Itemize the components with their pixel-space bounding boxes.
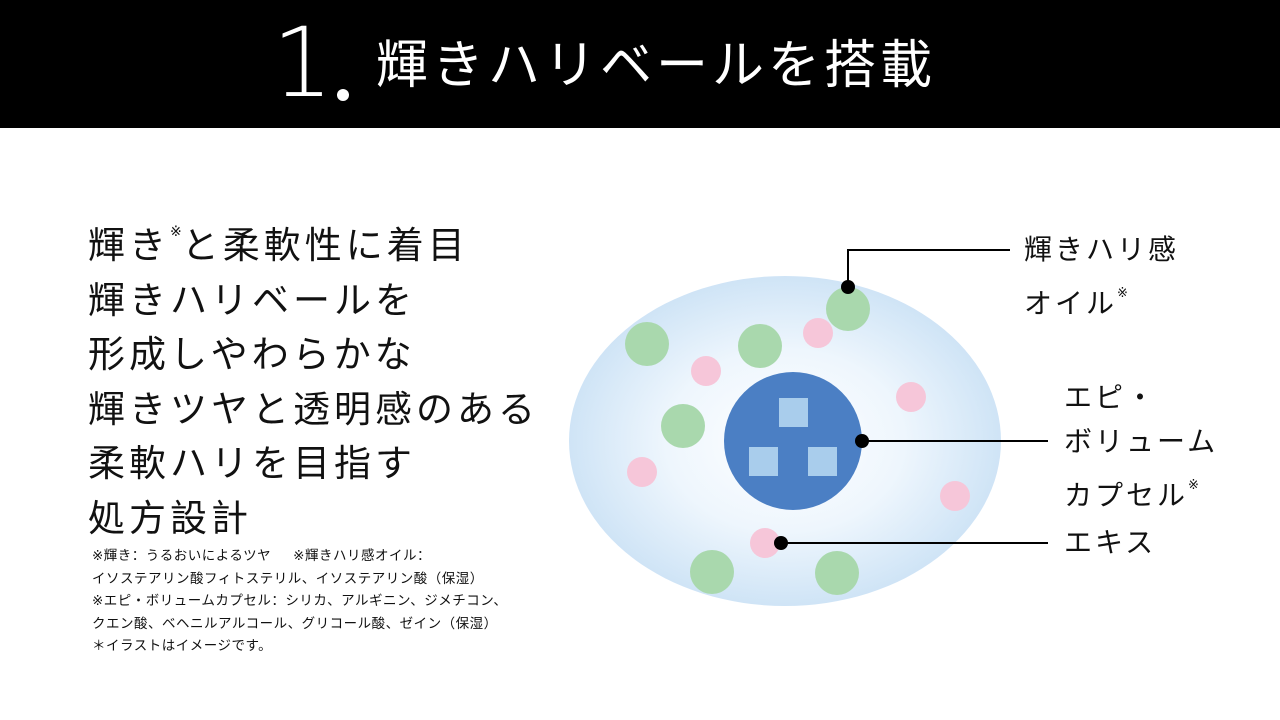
footnote-mark: ※ [1188, 478, 1199, 493]
label-oil: 輝きハリ感 オイル※ [1024, 228, 1179, 326]
epi-volume-capsule [724, 372, 862, 510]
extract-drop [627, 457, 657, 487]
oil-drop [661, 404, 705, 448]
capsule-leader-dot [855, 434, 869, 448]
capsule-square [749, 447, 778, 476]
extract-drop [940, 481, 970, 511]
capsule-square [808, 447, 837, 476]
extract-leader-dot [774, 536, 788, 550]
label-capsule: エピ・ ボリューム カプセル※ [1064, 376, 1218, 518]
oil-drop [738, 324, 782, 368]
oil-drop [690, 550, 734, 594]
extract-drop [896, 382, 926, 412]
capsule-square [779, 398, 808, 427]
oil-drop [625, 322, 669, 366]
footnote-mark: ※ [1117, 286, 1128, 301]
label-extract: エキス [1064, 521, 1156, 565]
oil-leader-dot [841, 280, 855, 294]
extract-drop [803, 318, 833, 348]
extract-drop [691, 356, 721, 386]
oil-leader-line [848, 250, 1010, 287]
oil-drop [815, 551, 859, 595]
